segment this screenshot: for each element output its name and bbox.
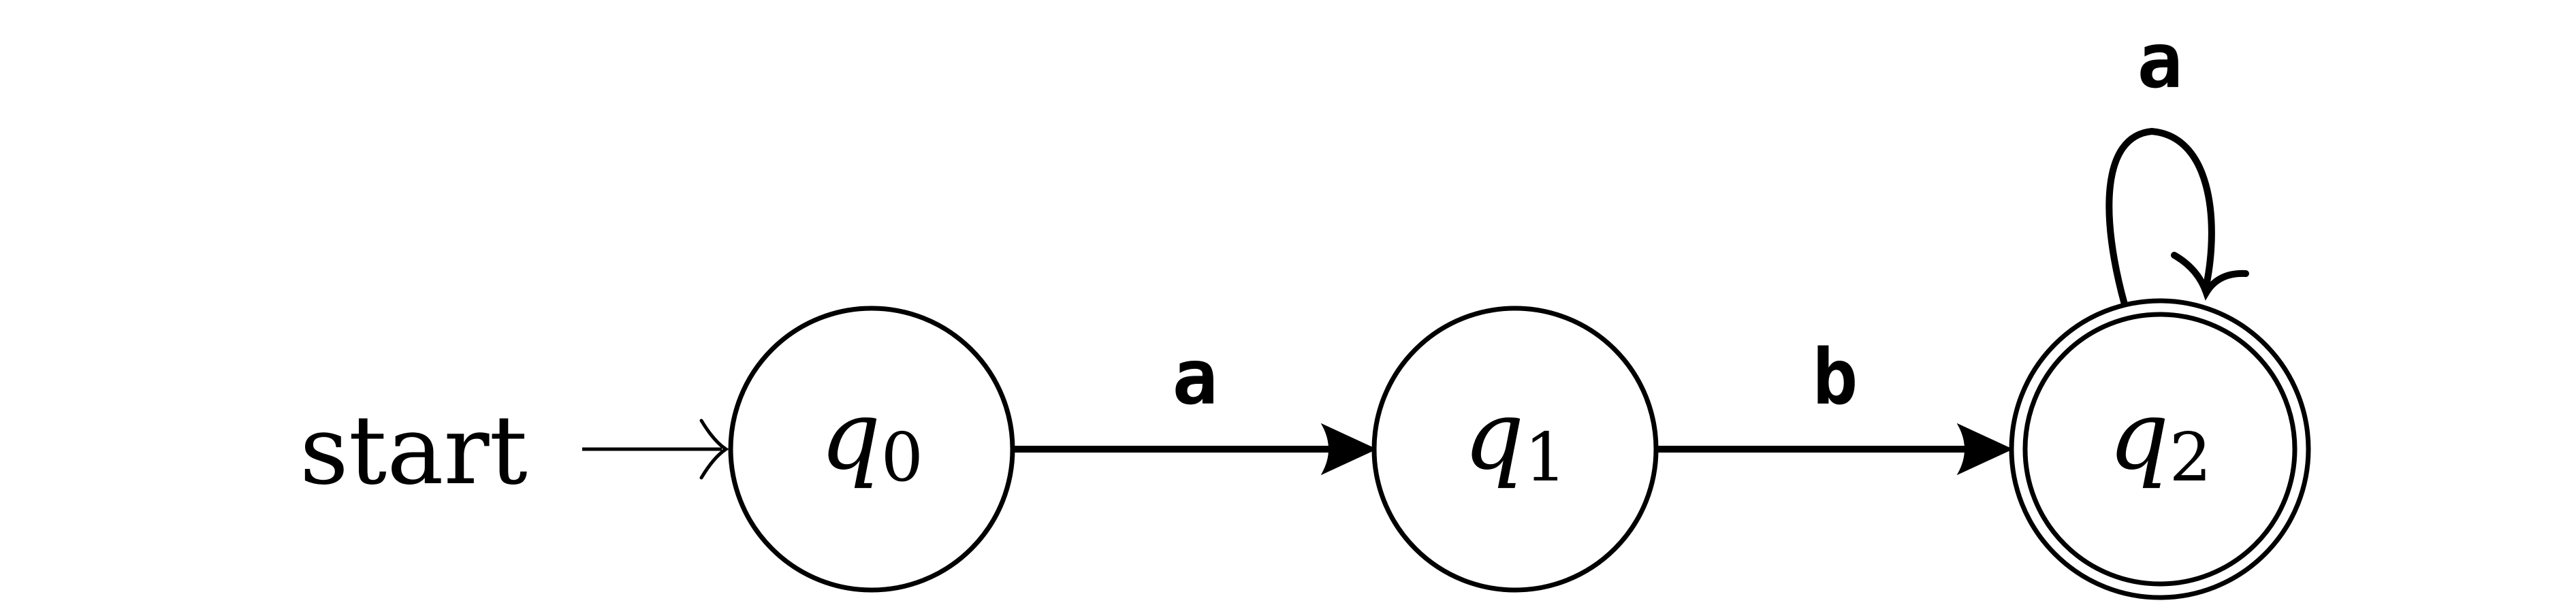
transition-q0-q1: a bbox=[1013, 333, 1378, 476]
transition-q1-q2: b bbox=[1658, 333, 2014, 476]
state-circle bbox=[1371, 306, 1659, 593]
arrow-head bbox=[1320, 423, 1378, 476]
state-circle bbox=[2022, 312, 2297, 587]
state-q0: q0 bbox=[728, 306, 1015, 593]
start-label: start bbox=[300, 395, 528, 506]
self-loop bbox=[2105, 127, 2215, 306]
start-marker: start bbox=[300, 395, 729, 506]
transition-label: a bbox=[2137, 17, 2182, 105]
start-arrow-head bbox=[699, 419, 729, 480]
state-q2: q2 bbox=[2009, 298, 2311, 600]
state-variable: q bbox=[1463, 380, 1525, 491]
transition-label: b bbox=[1812, 333, 1858, 422]
transition-q2-q2: a bbox=[2105, 17, 2249, 306]
state-q1: q1 bbox=[1371, 306, 1659, 593]
state-label: q2 bbox=[2108, 380, 2212, 497]
state-subscript: 2 bbox=[2169, 419, 2212, 497]
state-label: q1 bbox=[1463, 380, 1567, 497]
self-loop-arrow-head bbox=[2171, 252, 2249, 301]
state-label: q0 bbox=[820, 380, 923, 497]
transition-label: a bbox=[1172, 333, 1218, 422]
state-variable: q bbox=[820, 380, 881, 491]
state-circle bbox=[728, 306, 1015, 593]
state-variable: q bbox=[2108, 380, 2169, 491]
state-subscript: 0 bbox=[881, 419, 923, 497]
state-subscript: 1 bbox=[1525, 419, 1567, 497]
arrow-head bbox=[1956, 423, 2014, 476]
